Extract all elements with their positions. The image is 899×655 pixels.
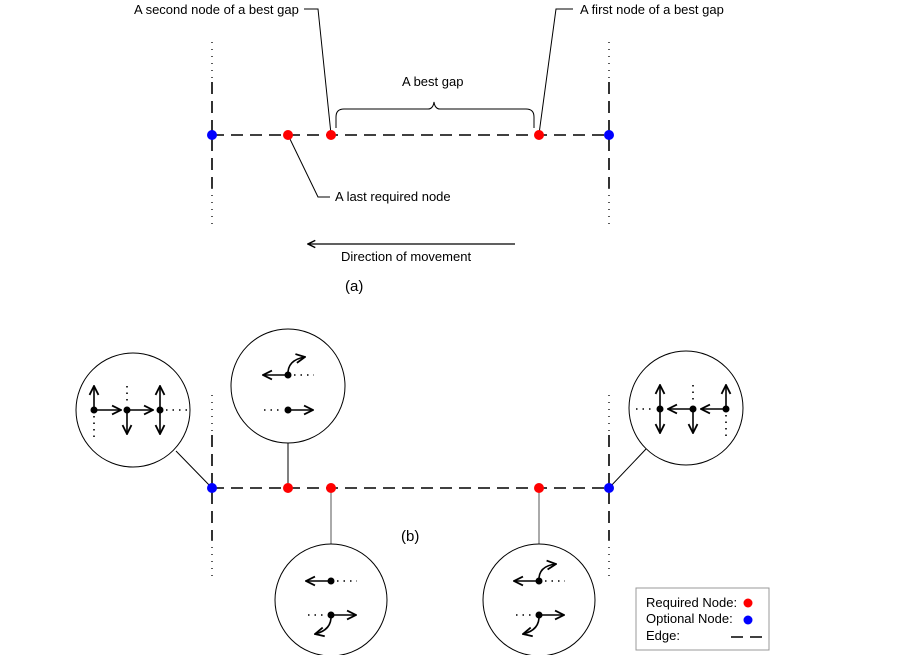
legend-label-edge: Edge:: [646, 628, 680, 643]
required-node-first: [534, 130, 544, 140]
best-gap-brace: [335, 101, 535, 128]
required-node-second: [326, 130, 336, 140]
legend: Required Node: Optional Node: Edge:: [635, 587, 770, 651]
connector: [175, 450, 213, 489]
required-node: [283, 483, 293, 493]
label-second-node: A second node of a best gap: [134, 2, 299, 17]
label-first-node: A first node of a best gap: [580, 2, 724, 17]
leader-first-node: [538, 8, 573, 135]
leader-second-node: [304, 8, 332, 135]
panel-b: (b): [75, 328, 744, 655]
label-direction: Direction of movement: [341, 249, 471, 264]
callout-required-bottom-left: [274, 543, 388, 655]
callout-required-top: [230, 328, 346, 444]
legend-label-optional: Optional Node:: [646, 611, 733, 626]
caption-a: (a): [345, 278, 363, 295]
label-best-gap: A best gap: [402, 74, 463, 89]
optional-node: [604, 483, 614, 493]
legend-required-dot: [743, 598, 753, 608]
panel-a: A second node of a best gap A first node…: [134, 2, 724, 295]
required-node: [534, 483, 544, 493]
required-node: [326, 483, 336, 493]
legend-label-required: Required Node:: [646, 595, 737, 610]
caption-b: (b): [401, 528, 419, 545]
connector: [608, 448, 647, 489]
leader-last-required: [288, 136, 330, 198]
optional-node: [207, 130, 217, 140]
legend-optional-dot: [743, 615, 753, 625]
optional-node: [207, 483, 217, 493]
callout-left-optional: [75, 352, 191, 468]
required-node-last: [283, 130, 293, 140]
optional-node: [604, 130, 614, 140]
label-last-required: A last required node: [335, 189, 451, 204]
callout-required-bottom-right: [482, 543, 596, 655]
callout-right-optional: [628, 350, 744, 466]
